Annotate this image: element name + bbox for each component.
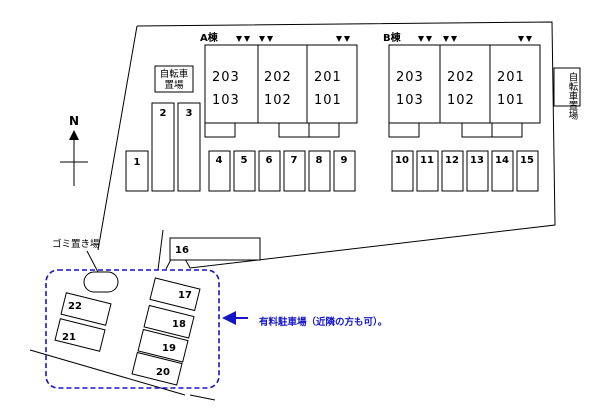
road-edge-2 [189,394,216,401]
compass: N [60,114,88,186]
parking-space-19 [137,328,189,363]
unit-b-203: 203 [396,70,424,85]
parking-space-9 [333,150,356,192]
slot-label-15: 15 [520,155,534,166]
slot-label-10: 10 [395,155,409,166]
unit-a-202: 202 [264,70,292,85]
slot-label-4: 4 [216,155,223,166]
slot-label-7: 7 [291,155,298,166]
parking-space-14 [491,150,514,192]
slot-label-22: 22 [68,301,82,312]
building-a-label: A棟 [200,31,219,44]
slot-label-13: 13 [470,155,484,166]
parking-space-17 [149,277,201,312]
bike-parking-left-l2: 置場 [164,79,184,91]
bike-parking-left-l1: 自転車 [160,68,189,80]
parking-space-16 [169,237,261,261]
arrow-left-icon [222,311,236,325]
unit-b-102: 102 [447,93,475,108]
bike-parking-left: 自転車 置場 [154,65,194,93]
slot-label-2: 2 [160,108,167,119]
slot-label-3: 3 [186,108,193,119]
slot-label-11: 11 [420,155,434,166]
parking-space-21 [54,318,106,352]
parking-space-20 [131,351,183,386]
slot-label-12: 12 [445,155,459,166]
slot-label-5: 5 [241,155,248,166]
parking-space-13 [466,150,489,192]
paid-parking-note: 有料駐車場（近隣の方も可）。 [259,316,387,328]
parking-space-labels: 1 2 3 4 5 6 7 8 9 10 11 12 13 14 15 16 1… [62,108,534,378]
parking-space-18 [143,304,195,339]
unit-b-101: 101 [497,93,525,108]
slot-label-9: 9 [341,155,348,166]
bike-parking-right: 自転車置場 [553,67,581,120]
parking-space-8 [308,150,331,192]
slot-label-21: 21 [62,332,76,343]
parking-space-11 [416,150,439,192]
paid-parking-zone [45,269,220,389]
unit-a-103: 103 [212,93,240,108]
bike-parking-right-label: 自転車置場 [567,71,579,120]
parking-space-3 [177,102,201,192]
parking-space-15 [516,150,539,192]
garbage-label: ゴミ置き場 [52,238,100,250]
slot-label-18: 18 [172,319,186,330]
site-boundary-inner [157,229,164,271]
slot-label-1: 1 [134,157,141,168]
slot-label-6: 6 [266,155,273,166]
slot-label-8: 8 [316,155,323,166]
parking-space-7 [283,150,306,192]
parking-space-4 [208,150,231,192]
parking-space-10 [391,150,414,192]
parking-space-6 [258,150,281,192]
building-b: B棟 203 202 201 103 102 101 [383,31,541,138]
garbage-area: ゴミ置き場 [52,238,119,293]
unit-b-202: 202 [447,70,475,85]
parking-spaces [54,102,539,386]
slot-label-19: 19 [162,343,176,354]
compass-label: N [69,114,79,128]
parking-space-12 [441,150,464,192]
slot-label-17: 17 [178,290,192,301]
building-a: A棟 203 202 201 103 102 101 [200,31,358,138]
unit-a-203: 203 [212,70,240,85]
parking-space-1 [125,150,149,192]
slot-label-20: 20 [156,367,170,378]
slot-label-16: 16 [175,245,189,256]
parking-space-2 [151,102,175,192]
site-boundary-left [97,25,138,251]
parking-space-5 [233,150,256,192]
unit-a-102: 102 [264,93,292,108]
entrance-markers-a [236,36,350,42]
building-b-label: B棟 [383,31,402,44]
entrance-markers-b [418,36,532,42]
slot-label-14: 14 [495,155,509,166]
parking-space-22 [60,292,112,326]
unit-a-101: 101 [314,93,342,108]
paid-parking-callout: 有料駐車場（近隣の方も可）。 [222,311,387,328]
unit-b-201: 201 [497,70,525,85]
unit-a-201: 201 [314,70,342,85]
unit-b-103: 103 [396,93,424,108]
